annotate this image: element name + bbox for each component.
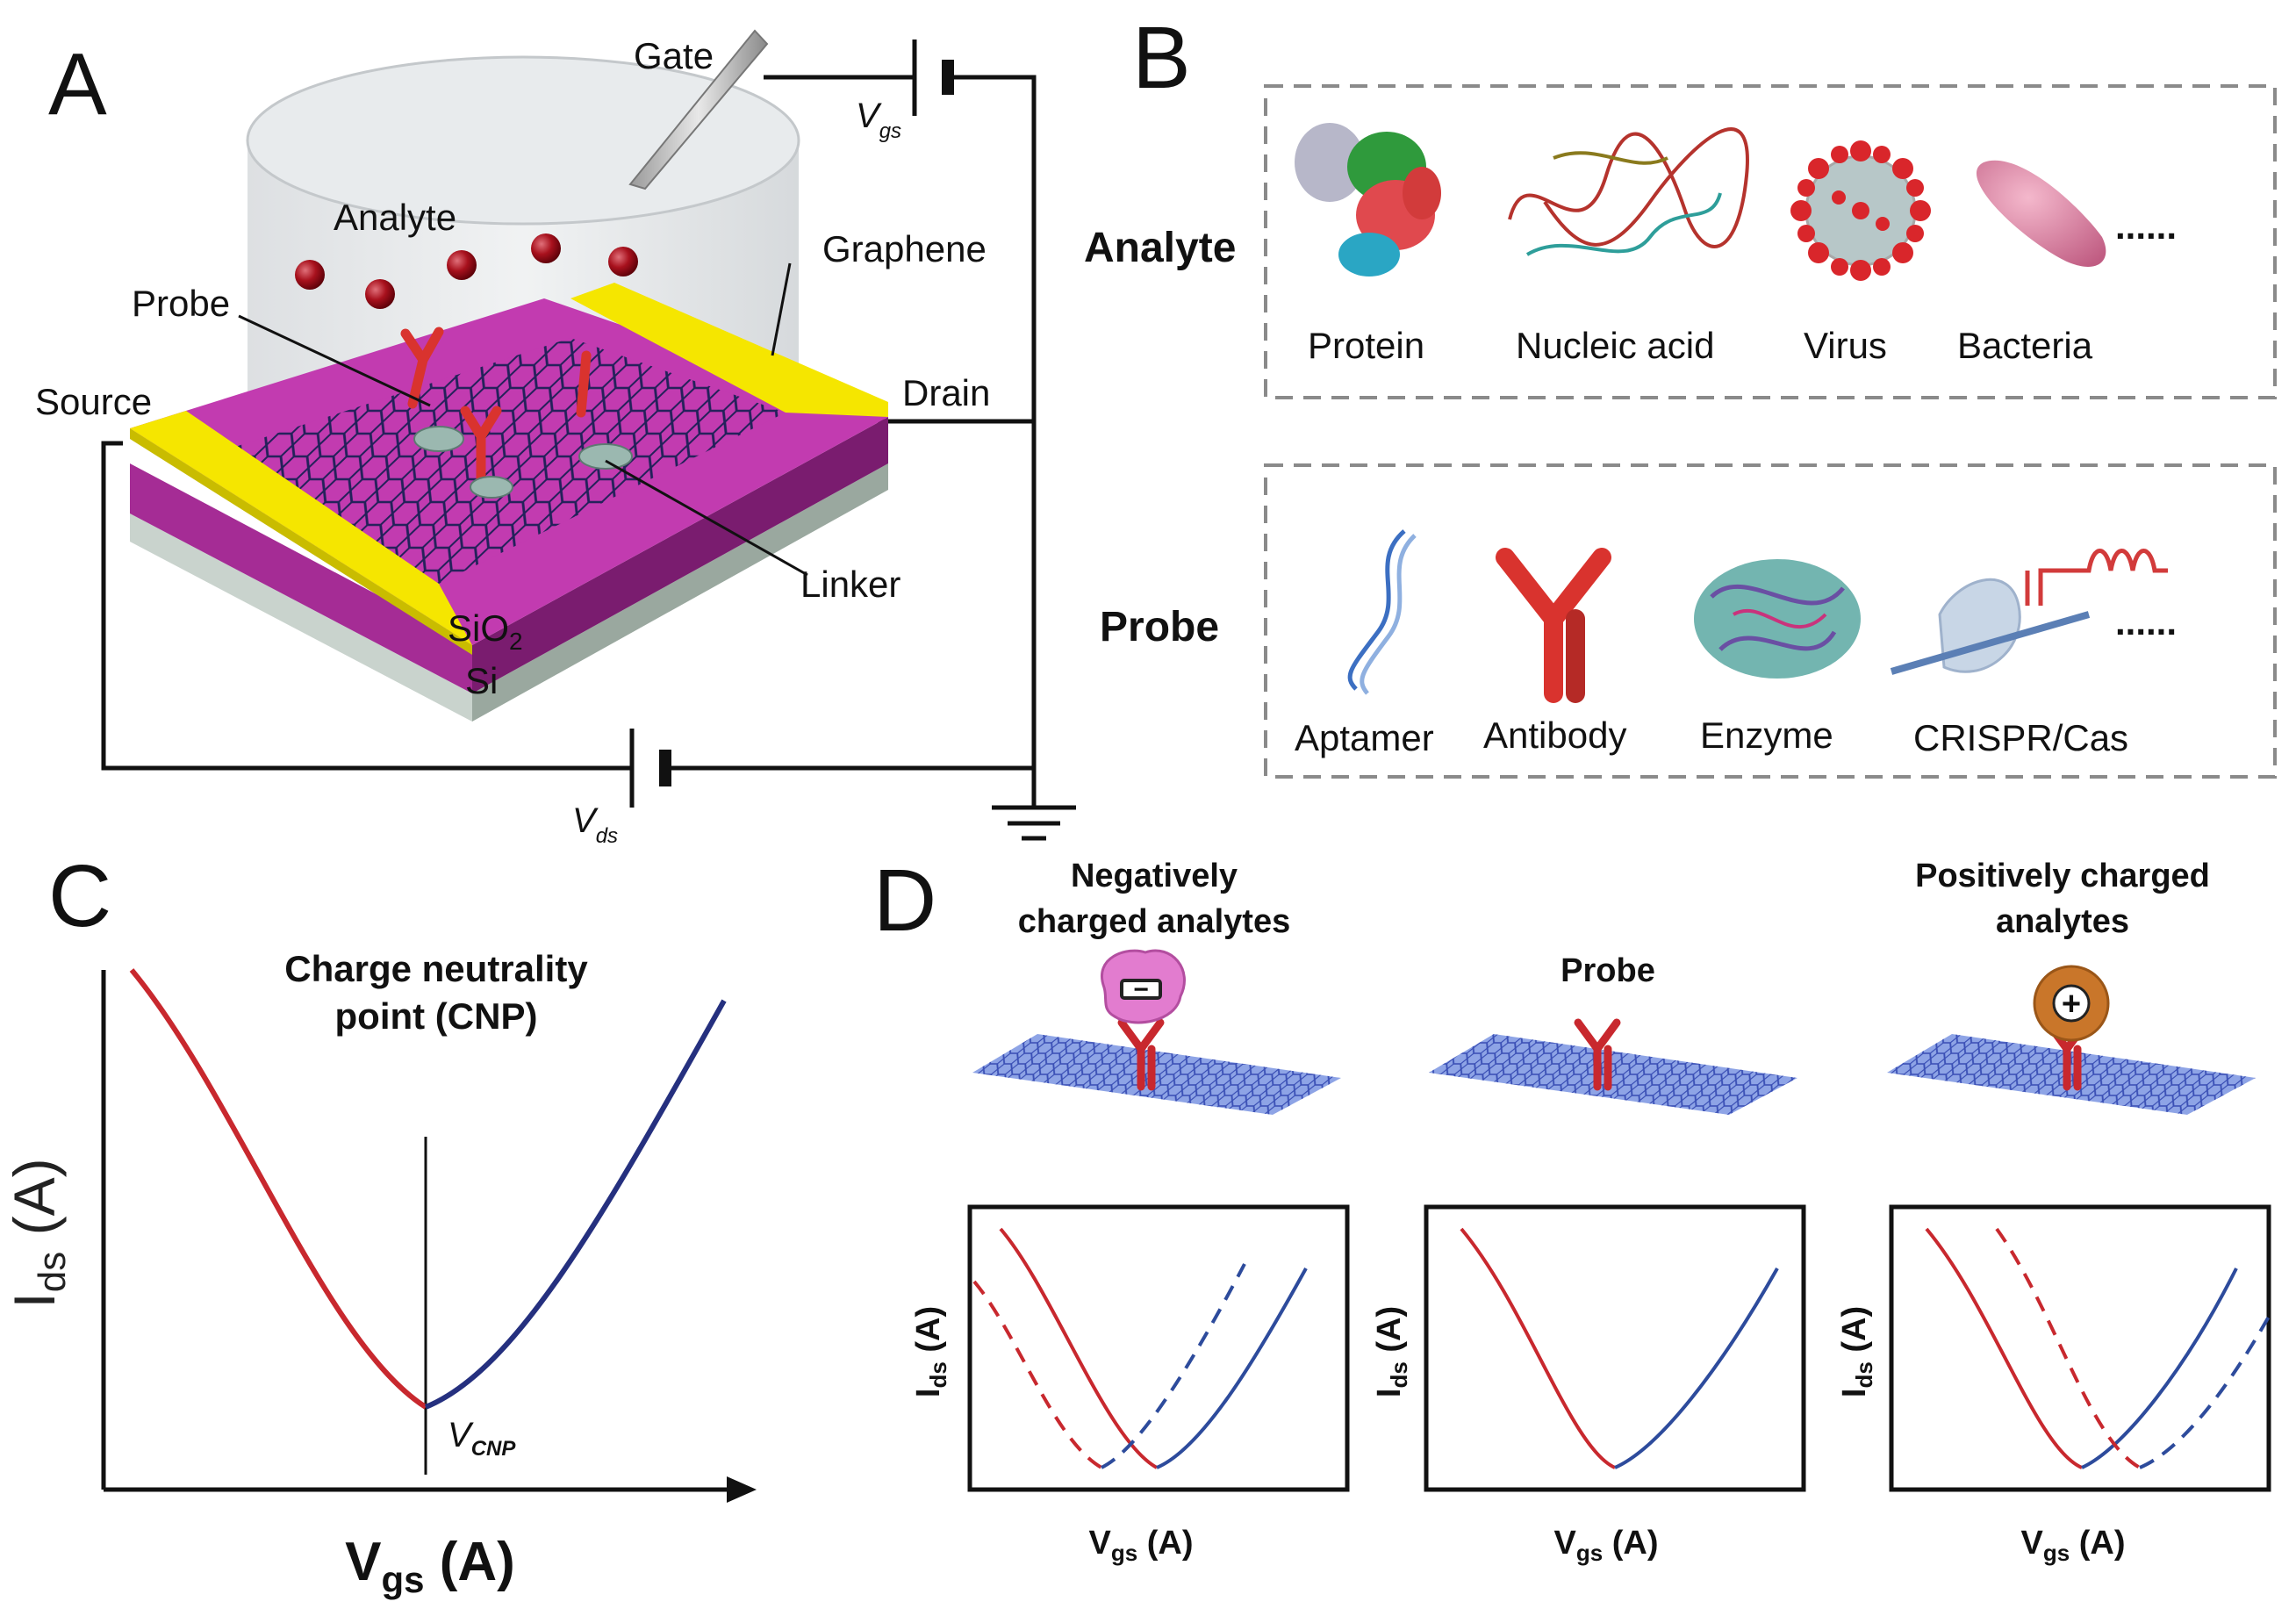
y-label-positive: Ids (A) xyxy=(1836,1306,1877,1397)
positive-analyte-icon: + xyxy=(2033,965,2110,1042)
analyte-box xyxy=(1264,84,2277,399)
protein-icon xyxy=(1295,123,1441,276)
nucleic-acid-icon xyxy=(1508,127,1749,256)
panel-letter-a: A xyxy=(48,35,107,133)
source-electrode xyxy=(130,411,472,645)
label-virus: Virus xyxy=(1804,325,1887,366)
plot-frame-negative xyxy=(967,1204,1350,1492)
analyte-heading: Analyte xyxy=(1084,225,1236,271)
bacteria-icon xyxy=(1976,160,2106,267)
positive-heading-line1: Positively charged xyxy=(1915,858,2210,894)
curves-positive xyxy=(1925,1227,2271,1469)
antibody-negative-icon xyxy=(1117,1018,1165,1091)
plus-symbol: + xyxy=(2062,986,2081,1023)
circuit-wires xyxy=(101,75,1037,808)
minus-symbol: − xyxy=(1133,975,1149,1004)
y-label-negative: Ids (A) xyxy=(910,1306,951,1397)
plot-frame-probe xyxy=(1424,1204,1806,1492)
vcnp-label: VCNP xyxy=(448,1416,516,1461)
panel-a: A Vgs Vds xyxy=(35,29,1076,848)
panel-letter-b: B xyxy=(1132,9,1191,107)
analyte-particles xyxy=(295,233,638,309)
negative-heading-line1: Negatively xyxy=(1071,858,1238,894)
linkers xyxy=(413,426,633,499)
probe-heading: Probe xyxy=(1100,604,1219,650)
analyte-label: Analyte xyxy=(334,197,456,238)
label-nucleic-acid: Nucleic acid xyxy=(1516,325,1714,366)
graphene-label: Graphene xyxy=(822,228,987,269)
panel-c: C Charge neutrality point (CNP) VCNP Ids… xyxy=(2,847,757,1600)
graphene-sheet-negative xyxy=(972,1034,1341,1115)
plot-frame-positive xyxy=(1889,1204,2271,1492)
crispr-cas-icon xyxy=(1890,549,2168,675)
y-axis-label: Ids (A) xyxy=(2,1158,74,1308)
panel-b: B Analyte Probe xyxy=(1084,9,2277,779)
vgs-label: Vgs xyxy=(856,97,901,143)
panel-letter-c: C xyxy=(48,847,111,945)
antibody-probe-icon xyxy=(1574,1018,1621,1091)
drain-electrode xyxy=(570,283,888,417)
battery-gs xyxy=(912,39,954,116)
analyte-more-dots: ...... xyxy=(2115,205,2177,247)
graphene-sheet xyxy=(233,338,786,584)
axes xyxy=(101,970,737,1492)
device-substrate xyxy=(130,417,888,722)
sio2-label: SiO2 xyxy=(448,607,523,655)
probe-antibodies xyxy=(400,327,592,484)
negative-heading-line2: charged analytes xyxy=(1018,903,1290,940)
battery-ds xyxy=(629,729,671,808)
negative-analyte-icon: − xyxy=(1101,949,1186,1024)
vds-label: Vds xyxy=(572,801,618,848)
probe-label: Probe xyxy=(132,283,230,324)
curves-probe xyxy=(1460,1227,1779,1469)
panel-letter-d: D xyxy=(873,851,936,950)
label-bacteria: Bacteria xyxy=(1957,325,2093,366)
probe-heading-d: Probe xyxy=(1561,952,1655,989)
drain-label: Drain xyxy=(902,372,990,413)
positive-heading-line2: analytes xyxy=(1996,903,2129,940)
cnp-title-line1: Charge neutrality xyxy=(284,948,588,989)
panel-d: D Negatively charged analytes Probe Posi… xyxy=(873,851,2271,1566)
label-antibody: Antibody xyxy=(1483,715,1626,756)
leader-lines xyxy=(238,262,808,577)
x-label-negative: Vgs (A) xyxy=(1088,1525,1193,1566)
x-axis-arrow-icon xyxy=(727,1476,757,1503)
graphene-sheet-probe xyxy=(1429,1034,1797,1115)
enzyme-icon xyxy=(1694,559,1861,679)
source-label: Source xyxy=(35,381,152,422)
antibody-icon xyxy=(1496,548,1611,703)
label-aptamer: Aptamer xyxy=(1295,717,1434,758)
device-top-surface xyxy=(130,283,888,655)
y-label-probe: Ids (A) xyxy=(1371,1306,1412,1397)
gate-label: Gate xyxy=(634,35,714,76)
probe-more-dots: ...... xyxy=(2115,601,2177,643)
cnp-title-line2: point (CNP) xyxy=(335,995,538,1037)
x-label-positive: Vgs (A) xyxy=(2020,1525,2125,1566)
curve-electron-branch xyxy=(424,999,727,1410)
ground-icon xyxy=(992,805,1076,841)
virus-icon xyxy=(1790,140,1931,281)
graphene-sheet-positive xyxy=(1887,1034,2256,1115)
linker-label: Linker xyxy=(800,564,900,605)
curve-hole-branch xyxy=(129,968,427,1410)
aptamer-icon xyxy=(1347,529,1417,695)
x-label-probe: Vgs (A) xyxy=(1553,1525,1658,1566)
label-enzyme: Enzyme xyxy=(1700,715,1833,756)
x-axis-label: Vgs (A) xyxy=(345,1532,515,1600)
probe-box xyxy=(1264,463,2277,779)
curves-negative xyxy=(972,1227,1308,1469)
label-crispr-cas: CRISPR/Cas xyxy=(1913,717,2128,758)
gate-electrode xyxy=(628,29,769,190)
si-label: Si xyxy=(465,660,498,701)
label-protein: Protein xyxy=(1308,325,1424,366)
